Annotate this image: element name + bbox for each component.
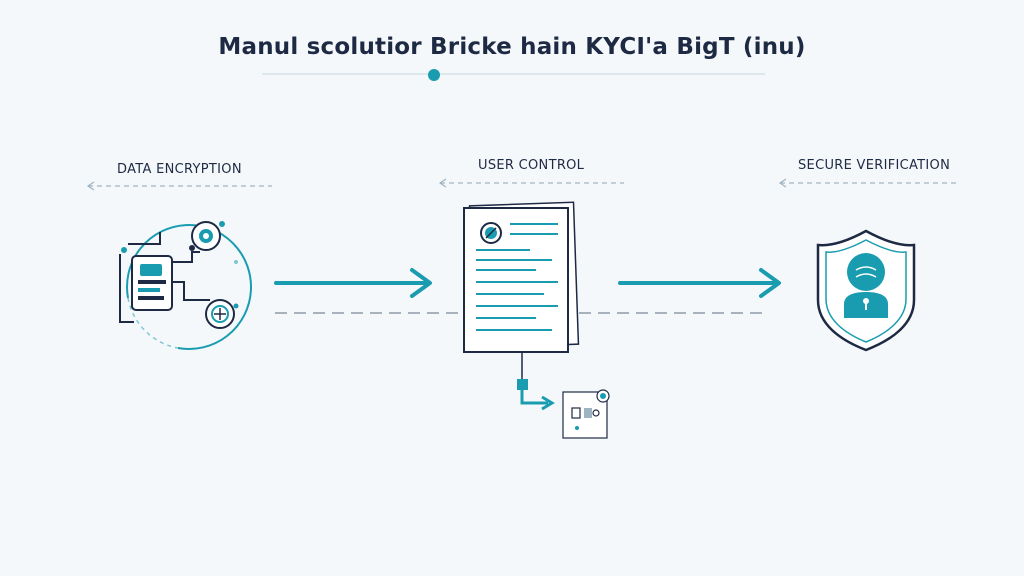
sub-document-icon bbox=[520, 389, 610, 439]
step-label-user-control: USER CONTROL bbox=[478, 158, 585, 173]
flow-arrow-2 bbox=[618, 268, 781, 298]
shield-user-icon bbox=[816, 229, 916, 352]
guide-arrow-right bbox=[778, 178, 958, 188]
title-underline bbox=[262, 69, 765, 81]
encryption-network-icon bbox=[119, 221, 252, 350]
flow-arrow-1 bbox=[274, 268, 432, 298]
diagram-title: Manul scolutior Bricke hain KYCI'a BigT … bbox=[218, 34, 806, 60]
step-label-secure-verification: SECURE VERIFICATION bbox=[798, 158, 951, 173]
guide-arrow-mid bbox=[438, 178, 624, 188]
guide-arrow-left bbox=[86, 181, 272, 191]
step-label-data-encryption: DATA ENCRYPTION bbox=[117, 162, 242, 177]
document-icon bbox=[463, 201, 580, 390]
